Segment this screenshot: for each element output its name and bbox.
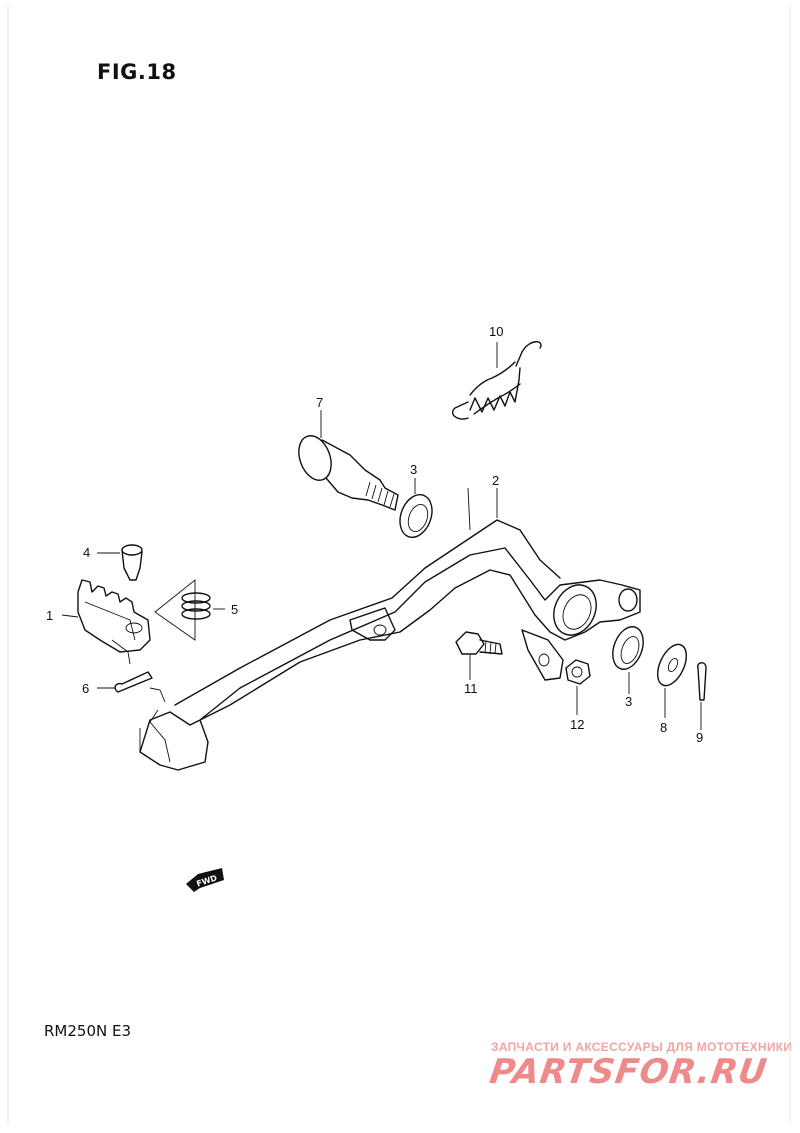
nut-icon [565, 659, 591, 685]
oil-seal-icon [612, 626, 644, 670]
callout-7: 7 [316, 395, 323, 410]
callout-1: 1 [46, 608, 53, 623]
callout-9: 9 [696, 730, 703, 745]
washer-icon [656, 643, 688, 687]
return-spring-icon [451, 341, 542, 420]
fwd-arrow-icon: FWD [186, 868, 224, 892]
callout-5: 5 [231, 602, 238, 617]
pivot-shaft-icon [298, 435, 399, 511]
callout-4: 4 [83, 545, 90, 560]
spring-icon [154, 579, 211, 641]
figure-title: FIG.18 [97, 60, 177, 84]
callout-10: 10 [489, 324, 503, 339]
callout-11: 11 [464, 681, 478, 696]
oil-seal-icon [399, 493, 433, 539]
callout-6: 6 [82, 681, 89, 696]
callout-3-upper: 3 [410, 462, 417, 477]
callout-2: 2 [492, 473, 499, 488]
footrest-icon [77, 579, 151, 665]
bolt-icon [455, 631, 503, 655]
model-code: RM250N E3 [44, 1022, 132, 1040]
brake-pedal-icon [139, 519, 641, 771]
callout-12: 12 [570, 717, 584, 732]
leader-lines [61, 342, 702, 730]
callout-8: 8 [660, 720, 667, 735]
cotter-pin-icon [114, 671, 153, 693]
cotter-pin-icon [697, 662, 707, 701]
pin-icon [121, 544, 143, 581]
watermark-tagline: ЗАПЧАСТИ И АКСЕССУАРЫ ДЛЯ МОТОТЕХНИКИ [491, 1040, 793, 1054]
callout-3-lower: 3 [625, 694, 632, 709]
